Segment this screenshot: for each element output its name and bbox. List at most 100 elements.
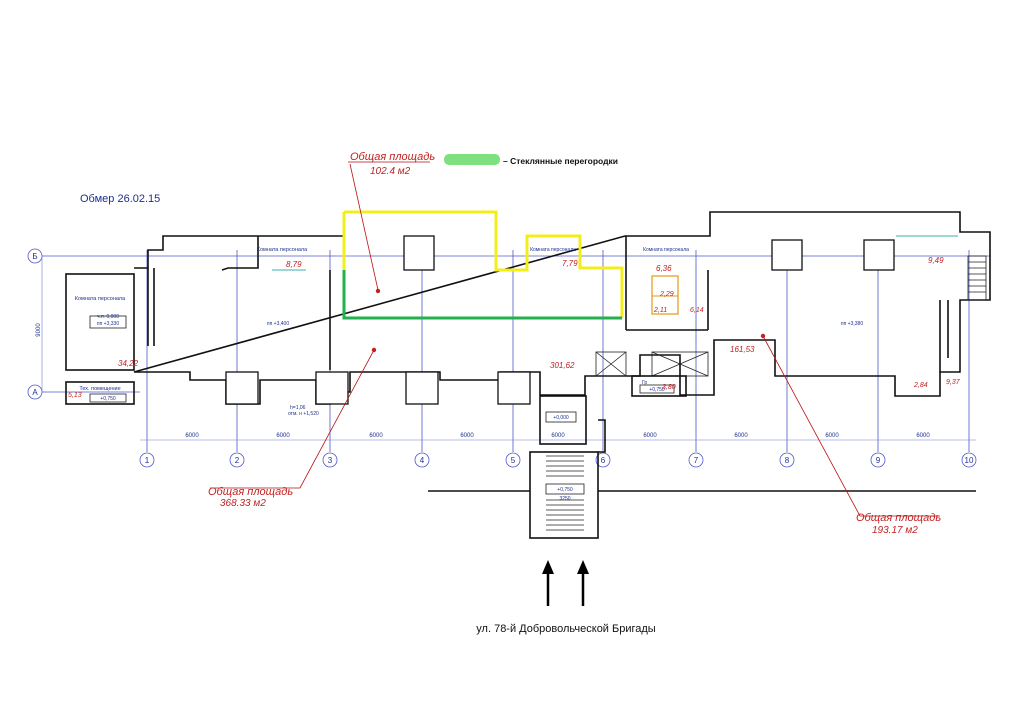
- axis-col-markers: 1 2 3 4 5 6 7 8 9 10: [139, 452, 977, 468]
- area-point: [760, 333, 766, 339]
- level-box: [545, 483, 585, 495]
- axis-col-marker: [779, 452, 795, 468]
- room-name: Тех. помещение: [79, 386, 120, 392]
- room-area-labels: 34,22 5,13 8,79 7,79 6,36 2,29 2,11 6,14…: [68, 256, 961, 399]
- entrance-arrow-icon: [577, 560, 589, 606]
- room-area: 5,13: [68, 392, 82, 399]
- span-dimension: 6000: [643, 433, 657, 439]
- room-area: 9,49: [928, 256, 944, 265]
- level-mark: ч.п. 0,000: [97, 314, 119, 320]
- span-dimension: 6000: [276, 433, 290, 439]
- span-dimension: 6000: [825, 433, 839, 439]
- room-area: 34,22: [118, 359, 139, 368]
- area-point: [375, 288, 381, 294]
- area-value: 193.17 м2: [872, 525, 918, 536]
- room-area: 8,79: [286, 260, 302, 269]
- axis-col-marker: [961, 452, 977, 468]
- legend-label: – Стеклянные перегородки: [503, 156, 618, 166]
- entrance-stair: [529, 451, 599, 539]
- room-area: 2,29: [659, 291, 674, 298]
- room-area: 9,37: [946, 379, 961, 386]
- span-dimension: 6000: [734, 433, 748, 439]
- axis-row-a-label: А: [32, 388, 38, 397]
- row-dimension: 9000: [36, 323, 42, 337]
- area-value: 102.4 м2: [370, 166, 411, 177]
- room-name: Комната персонала: [530, 247, 576, 253]
- level-mark: +0,000: [553, 415, 569, 421]
- axis-col-label: 4: [420, 456, 425, 465]
- area-title: Общая площадь: [856, 512, 941, 524]
- axis-col-marker: [414, 452, 430, 468]
- room-area: 7,79: [562, 259, 578, 268]
- axis-col-label: 10: [965, 456, 974, 465]
- room-area: 2,84: [913, 382, 928, 389]
- entrance-vestibule: [539, 395, 587, 445]
- inner-wall: [939, 300, 949, 372]
- column: [405, 371, 439, 405]
- axis-col-marker: [595, 452, 611, 468]
- survey-date: Обмер 26.02.15: [80, 193, 160, 205]
- room-area: 2,11: [653, 307, 667, 314]
- area-value: 368.33 м2: [220, 498, 266, 509]
- axis-col-label: 2: [235, 456, 240, 465]
- right-stair-treads: [968, 261, 986, 293]
- staff-room-left: [65, 273, 135, 371]
- area-title: Общая площадь: [208, 486, 293, 498]
- axis-col-label: 7: [694, 456, 699, 465]
- highlight-boundary: [344, 210, 624, 318]
- column: [497, 371, 531, 405]
- level-mark: пп +3,400: [267, 321, 289, 327]
- column: [403, 235, 435, 271]
- level-box: [639, 384, 675, 394]
- axis-col-label: 3: [328, 456, 333, 465]
- axis-col-label: 8: [785, 456, 790, 465]
- small-stair: [595, 351, 627, 377]
- axis-col-marker: [322, 452, 338, 468]
- span-dimension: 6000: [916, 433, 930, 439]
- area-point: [371, 347, 377, 353]
- stair-width-dimension: 3250: [559, 496, 570, 502]
- stair-diagonal: [651, 351, 709, 377]
- stair-diagonal: [595, 351, 627, 377]
- room-area: 6,36: [656, 264, 672, 273]
- right-stair: [967, 255, 987, 301]
- span-dimension: 6000: [551, 433, 565, 439]
- axis-col-marker: [688, 452, 704, 468]
- level-mark: пп +3,330: [97, 321, 119, 327]
- level-mark: +0,750: [557, 487, 573, 493]
- column: [315, 371, 349, 405]
- level-mark: пп +3,380: [841, 321, 863, 327]
- axis-col-marker: [229, 452, 245, 468]
- level-box: [89, 393, 127, 403]
- axis-col-marker: [870, 452, 886, 468]
- level-mark: +0,750: [649, 387, 665, 393]
- column: [863, 239, 895, 271]
- level-mark: +0,750: [100, 396, 116, 402]
- level-mark: h=1,06: [290, 405, 306, 411]
- level-mark: отм. н +1,520: [288, 411, 319, 417]
- area-title: Общая площадь: [350, 151, 435, 163]
- span-dimension: 6000: [460, 433, 474, 439]
- column: [225, 371, 259, 405]
- axis-col-label: 6: [601, 456, 606, 465]
- span-dimension: 6000: [185, 433, 199, 439]
- axis-col-label: 1: [145, 456, 150, 465]
- axis-col-label: 9: [876, 456, 881, 465]
- level-mark: Гр: [642, 380, 647, 386]
- level-marks: ч.п. 0,000 пп +3,330 +0,750 пп +3,400 пп…: [97, 314, 863, 493]
- entrance-arrow-icon: [542, 560, 554, 606]
- column: [771, 239, 803, 271]
- span-dimensions: 6000 6000 6000 6000 6000 6000 6000 6000 …: [185, 433, 930, 439]
- room-name: Комната персонала: [75, 296, 126, 302]
- axis-col-marker: [505, 452, 521, 468]
- area-leader: [348, 161, 430, 291]
- area-leader: [210, 349, 375, 489]
- stair-treads: [546, 455, 584, 531]
- wc-block: [651, 275, 679, 315]
- span-dimension: 6000: [369, 433, 383, 439]
- level-box: [89, 315, 127, 329]
- glass-partition: [342, 270, 622, 320]
- axis-col-marker: [139, 452, 155, 468]
- legend-swatch: [444, 154, 500, 165]
- room-area: 3,80: [662, 384, 676, 391]
